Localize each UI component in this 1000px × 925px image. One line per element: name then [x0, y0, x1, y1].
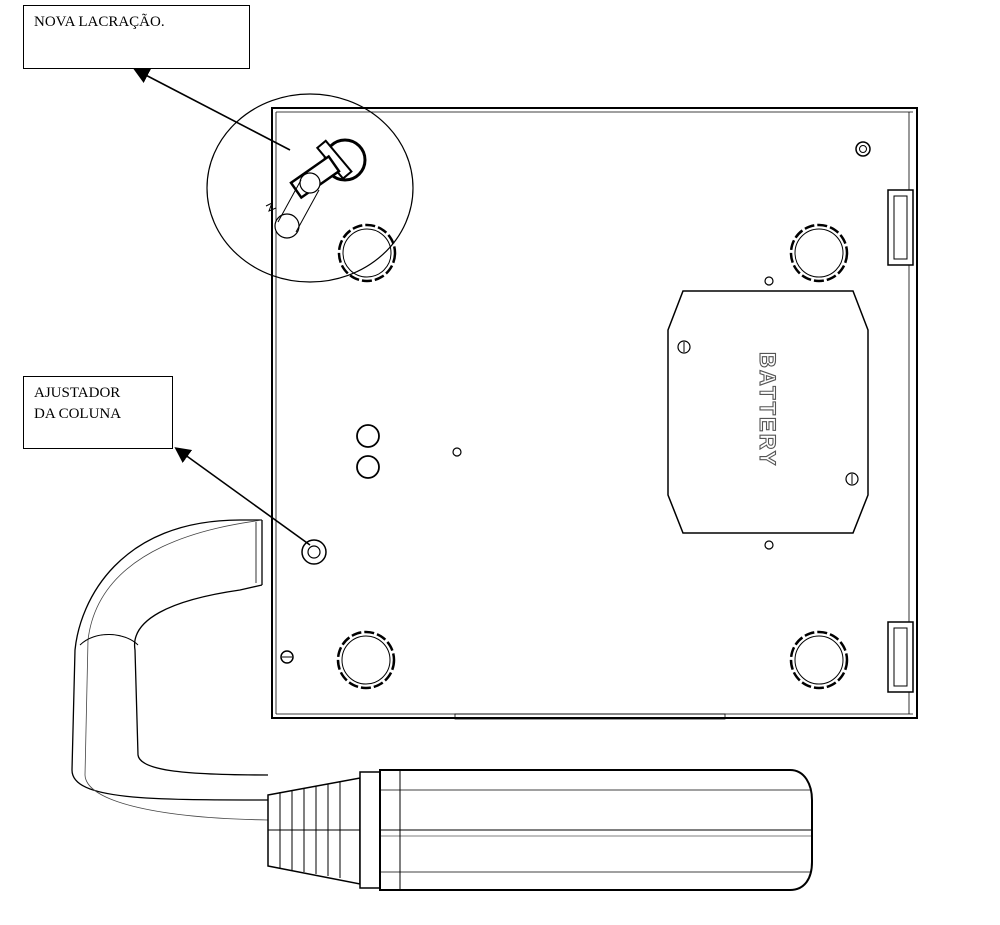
- hole-small-battery-top: [764, 276, 774, 286]
- hinge-top: [887, 189, 914, 266]
- screw-top-right: [855, 141, 871, 157]
- screw-bottom-left: [280, 650, 294, 664]
- foot-top-right: [789, 223, 849, 283]
- foot-bottom-right: [789, 630, 849, 690]
- hole-upper: [356, 424, 380, 448]
- hole-lower: [356, 455, 380, 479]
- column-adjuster-text-line1: AJUSTADOR: [34, 385, 121, 401]
- cable-column: [71, 519, 269, 821]
- battery-cover: BATTERY: [667, 290, 869, 534]
- handle: [359, 769, 813, 891]
- battery-label: BATTERY: [755, 352, 780, 467]
- hole-small-battery-bottom: [764, 540, 774, 550]
- hinge-bottom: [887, 621, 914, 693]
- column-adjuster-callout: AJUSTADOR DA COLUNA: [23, 376, 173, 449]
- seal-callout: NOVA LACRAÇÃO.: [23, 5, 250, 69]
- seal-callout-arrow: [133, 68, 291, 151]
- foot-top-left: [337, 223, 397, 283]
- foot-bottom-left: [336, 630, 396, 690]
- column-adjuster-text-line2: DA COLUNA: [34, 406, 122, 422]
- connector-nut: [267, 777, 361, 885]
- column-adjuster-screw: [301, 539, 327, 565]
- seal-callout-text: NOVA LACRAÇÃO.: [34, 14, 165, 30]
- seal-detail: [206, 93, 414, 283]
- hole-small-center: [452, 447, 462, 457]
- adjuster-callout-arrow: [174, 447, 311, 546]
